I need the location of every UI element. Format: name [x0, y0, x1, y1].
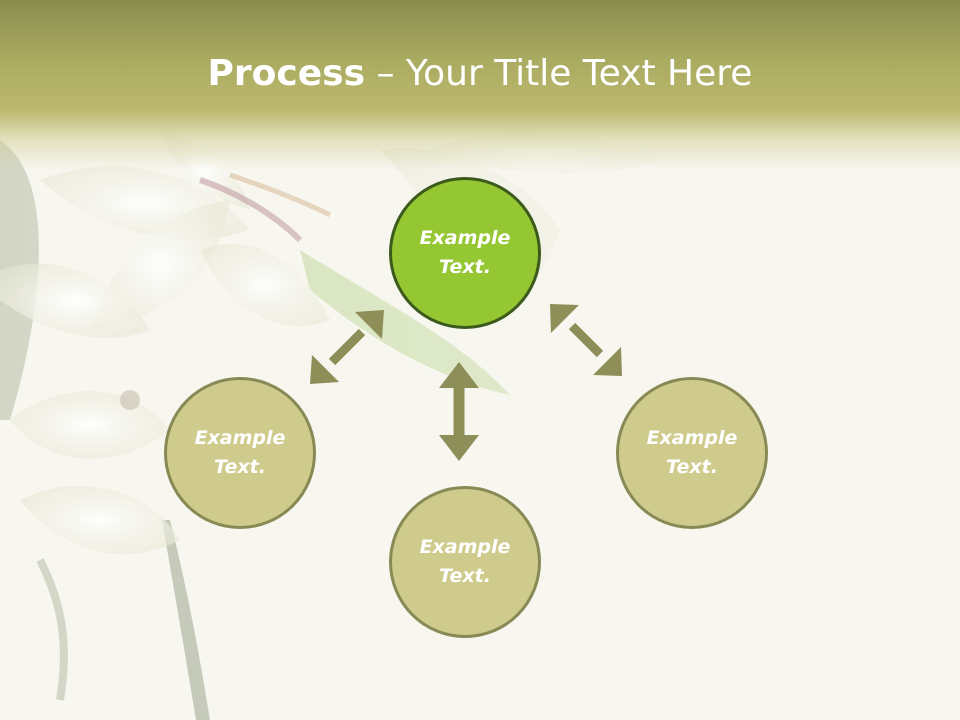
title-rest: – Your Title Text Here: [365, 53, 753, 94]
slide-title: Process – Your Title Text Here: [0, 50, 960, 98]
left-circle-text: Example Text.: [194, 427, 286, 478]
bottom-circle: Example Text.: [389, 486, 541, 638]
title-band: [0, 0, 960, 170]
title-bold: Process: [207, 53, 366, 94]
center-circle-text: Example Text.: [419, 227, 511, 278]
left-circle: Example Text.: [164, 377, 316, 529]
bottom-circle-text: Example Text.: [419, 536, 511, 587]
right-circle: Example Text.: [616, 377, 768, 529]
center-circle: Example Text.: [389, 177, 541, 329]
right-circle-text: Example Text.: [646, 427, 738, 478]
